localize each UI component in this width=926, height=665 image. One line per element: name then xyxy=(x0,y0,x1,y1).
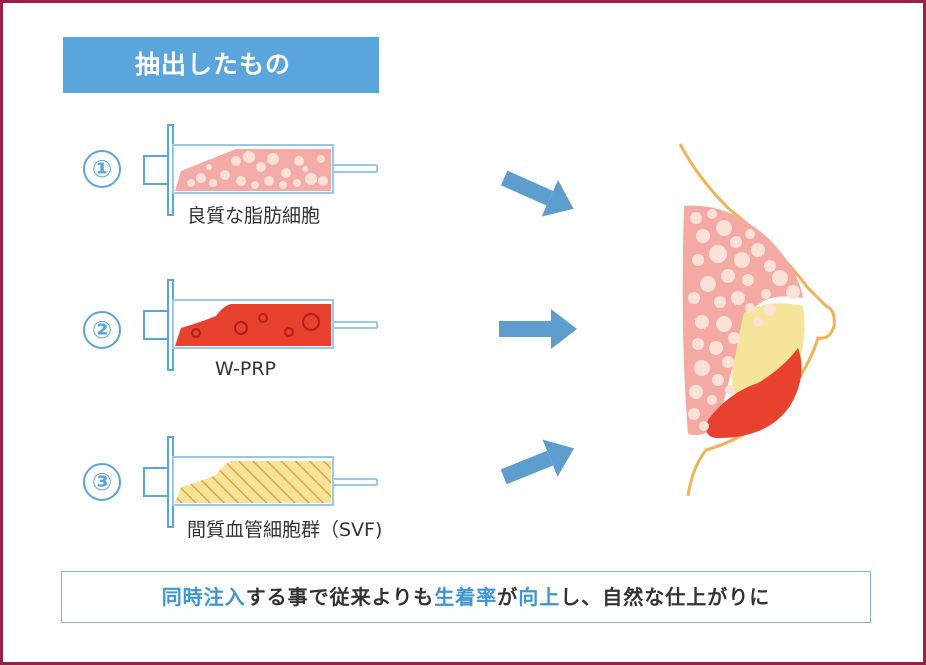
title-bar: 抽出したもの xyxy=(63,37,379,93)
arrow-1 xyxy=(500,170,574,217)
caption-text-1: する事で従来よりも xyxy=(245,585,435,609)
number-1: ① xyxy=(83,150,121,188)
caption-highlight-engraftment: 生着率 xyxy=(434,585,498,609)
caption-highlight-simultaneous: 同時注入 xyxy=(161,585,246,609)
label-svf: 間質血管細胞群（SVF) xyxy=(187,519,383,541)
number-3: ③ xyxy=(83,463,121,501)
breast-illustration xyxy=(678,143,836,497)
syringe-prp xyxy=(143,279,378,371)
syringe-svf xyxy=(143,436,378,528)
caption-text-3: し、自然な仕上がりに xyxy=(560,585,771,609)
bottom-caption: 同時注入する事で従来よりも生着率が向上し、自然な仕上がりに xyxy=(61,571,871,623)
syringe-fat xyxy=(143,124,378,216)
arrow-2 xyxy=(499,309,577,349)
label-fat-cells: 良質な脂肪細胞 xyxy=(187,205,321,227)
caption-text-2: が xyxy=(497,585,519,609)
label-w-prp: W-PRP xyxy=(215,358,276,380)
arrow-3 xyxy=(500,439,575,485)
number-2: ② xyxy=(83,311,121,349)
caption-highlight-improve: 向上 xyxy=(518,585,561,609)
